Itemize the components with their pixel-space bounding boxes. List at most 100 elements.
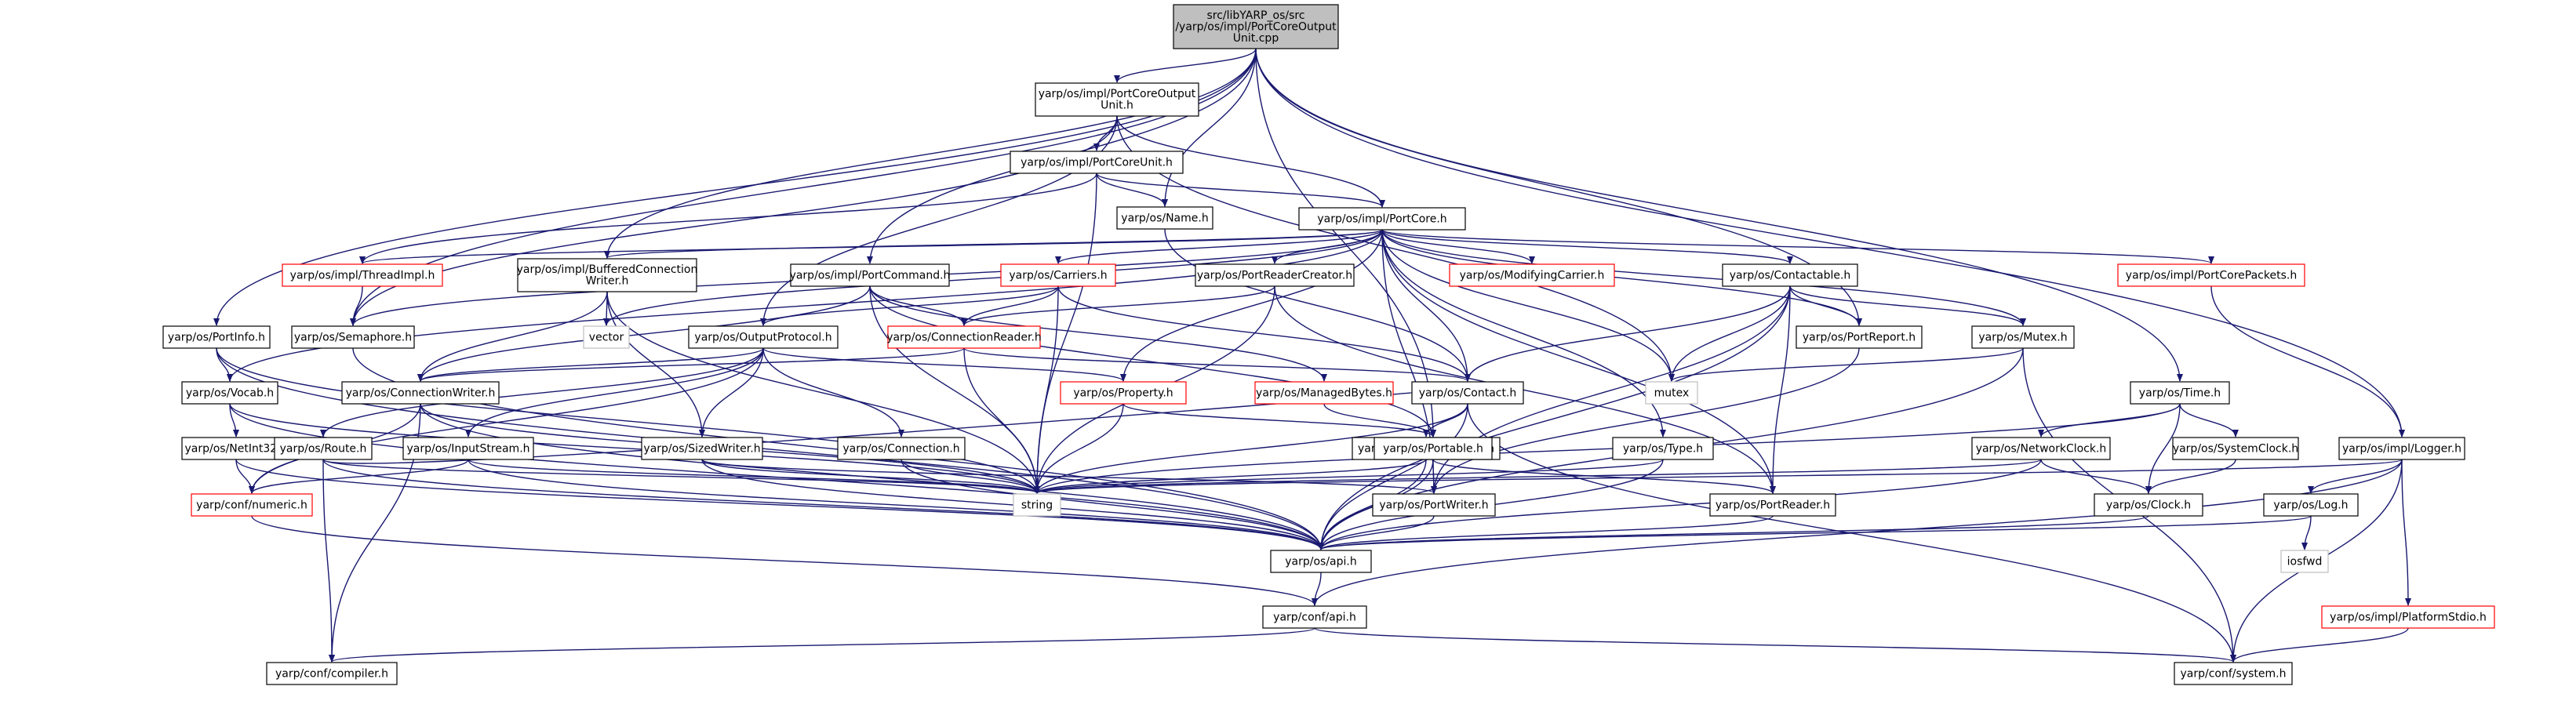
node-system-h[interactable]: yarp/conf/system.h — [2174, 662, 2293, 685]
edge-root-to-logger-h — [1255, 48, 2405, 438]
node-label: yarp/os/Type.h — [1623, 442, 1703, 455]
node-clock-h[interactable]: yarp/os/Clock.h — [2094, 493, 2203, 517]
node-label: yarp/os/api.h — [1285, 555, 1356, 568]
node-label: yarp/os/InputStream.h — [406, 442, 529, 455]
node-box — [1722, 263, 1858, 287]
edge-confapi-h-to-system-h — [1314, 627, 2236, 663]
node-modcarrier-h[interactable]: yarp/os/ModifyingCarrier.h — [1449, 263, 1615, 287]
node-label: yarp/os/impl/PortCoreOutput — [1039, 88, 1196, 100]
node-type-h[interactable]: yarp/os/Type.h — [1612, 437, 1714, 460]
edge-clock-h-to-api-h — [1318, 515, 2149, 550]
node-box — [282, 263, 443, 287]
edge-portcommand-h-to-portable-h — [869, 285, 1436, 438]
node-inputstream-h[interactable]: yarp/os/InputStream.h — [402, 437, 534, 460]
node-contact-h[interactable]: yarp/os/Contact.h — [1411, 381, 1524, 405]
node-portable-h[interactable]: yarp/os/Portable.h — [1374, 437, 1493, 460]
node-box — [1971, 325, 2075, 349]
node-name-h[interactable]: yarp/os/Name.h — [1116, 206, 1213, 230]
edge-systemclock-h-to-clock-h — [2145, 459, 2236, 494]
node-networkclock-h[interactable]: yarp/os/NetworkClock.h — [1971, 437, 2111, 460]
node-carriers-h[interactable]: yarp/os/Carriers.h — [1000, 263, 1116, 287]
node-layer: src/libYARP_os/src/yarp/os/impl/PortCore… — [162, 4, 2495, 685]
node-portwriter-h[interactable]: yarp/os/PortWriter.h — [1372, 493, 1496, 517]
node-pcpackets-h[interactable]: yarp/os/impl/PortCorePackets.h — [2117, 263, 2305, 287]
node-sizedwriter-h[interactable]: yarp/os/SizedWriter.h — [641, 437, 763, 460]
node-portinfo-h[interactable]: yarp/os/PortInfo.h — [162, 325, 271, 349]
node-iosfwd: iosfwd — [2280, 550, 2329, 573]
node-label: yarp/os/Route.h — [280, 442, 367, 455]
node-box — [887, 325, 1041, 349]
edge-networkclock-h-to-clock-h — [2040, 459, 2152, 494]
node-confapi-h[interactable]: yarp/conf/api.h — [1262, 605, 1367, 629]
node-label: yarp/os/Mutex.h — [1978, 331, 2067, 343]
node-box — [1035, 82, 1199, 117]
node-connection-h[interactable]: yarp/os/Connection.h — [837, 437, 966, 460]
node-connwriter-h[interactable]: yarp/os/ConnectionWriter.h — [341, 381, 500, 405]
node-box — [1116, 206, 1213, 230]
node-label: yarp/os/Portable.h — [1383, 442, 1483, 455]
edge-portinfo-h-to-api-h — [216, 347, 1324, 550]
edge-portcommand-h-to-connwriter-h — [417, 285, 871, 382]
node-property-h[interactable]: yarp/os/Property.h — [1060, 381, 1187, 405]
node-api-h[interactable]: yarp/os/api.h — [1270, 550, 1372, 573]
edge-outputprotocol-h-to-sizedwriter-h — [699, 347, 764, 438]
node-mutex-h[interactable]: yarp/os/Mutex.h — [1971, 325, 2075, 349]
node-portreader-h[interactable]: yarp/os/PortReader.h — [1709, 493, 1836, 517]
node-label: yarp/os/Vocab.h — [186, 387, 274, 399]
edge-sizedwriter-h-to-portwriter-h — [701, 459, 1437, 494]
node-compiler-h[interactable]: yarp/conf/compiler.h — [266, 662, 398, 685]
node-portcommand-h[interactable]: yarp/os/impl/PortCommand.h — [790, 263, 951, 287]
edge-managedbytes-h-to-portable-h — [1323, 403, 1436, 438]
node-threadimpl-h[interactable]: yarp/os/impl/ThreadImpl.h — [282, 263, 443, 287]
node-log-h[interactable]: yarp/os/Log.h — [2263, 493, 2359, 517]
edge-mutex-h-to-mutex — [1668, 347, 2024, 382]
node-systemclock-h[interactable]: yarp/os/SystemClock.h — [2172, 437, 2299, 460]
node-box — [2117, 263, 2305, 287]
node-root[interactable]: src/libYARP_os/src/yarp/os/impl/PortCore… — [1173, 4, 1339, 49]
node-box — [790, 263, 950, 287]
node-numeric-h[interactable]: yarp/conf/numeric.h — [191, 493, 313, 517]
node-pcu-h[interactable]: yarp/os/impl/PortCoreUnit.h — [1010, 151, 1184, 174]
edge-bcw-h-to-string — [606, 291, 1040, 494]
node-box — [837, 437, 966, 460]
node-platformstdio-h[interactable]: yarp/os/impl/PlatformStdio.h — [2321, 605, 2495, 629]
node-box — [402, 437, 534, 460]
node-label: yarp/os/NetInt32.h — [184, 442, 287, 455]
edge-portcore-h-to-bcw-h — [604, 229, 1383, 259]
node-label: yarp/os/impl/BufferedConnection — [517, 263, 698, 276]
edge-outputprotocol-h-to-connwriter-h — [417, 347, 764, 382]
node-netint32-h[interactable]: yarp/os/NetInt32.h — [181, 437, 291, 460]
node-label: yarp/os/impl/ThreadImpl.h — [290, 269, 435, 281]
edge-log-h-to-api-h — [1318, 515, 2312, 550]
node-semaphore-h[interactable]: yarp/os/Semaphore.h — [291, 325, 415, 349]
node-label: yarp/os/Carriers.h — [1009, 269, 1107, 281]
node-outputprotocol-h[interactable]: yarp/os/OutputProtocol.h — [688, 325, 839, 349]
edge-vocab-h-to-api-h — [229, 403, 1324, 550]
node-logger-h[interactable]: yarp/os/impl/Logger.h — [2338, 437, 2465, 460]
node-portreport-h[interactable]: yarp/os/PortReport.h — [1796, 325, 1923, 349]
edge-pcou-h-to-mutex — [1116, 115, 1675, 382]
node-label: yarp/os/Connection.h — [842, 442, 959, 455]
node-vocab-h[interactable]: yarp/os/Vocab.h — [181, 381, 278, 405]
edge-log-h-to-iosfwd — [2301, 515, 2312, 550]
node-connreader-h[interactable]: yarp/os/ConnectionReader.h — [886, 325, 1042, 349]
node-managedbytes-h[interactable]: yarp/os/ManagedBytes.h — [1254, 381, 1394, 405]
node-route-h[interactable]: yarp/os/Route.h — [274, 437, 373, 460]
node-time-h[interactable]: yarp/os/Time.h — [2130, 381, 2230, 405]
node-box — [191, 493, 313, 517]
edge-threadimpl-h-to-semaphore-h — [350, 285, 363, 326]
edge-sizedwriter-h-to-api-h — [701, 459, 1324, 550]
node-label: yarp/os/ManagedBytes.h — [1256, 387, 1392, 399]
node-label: Unit.cpp — [1233, 32, 1279, 45]
edge-pcou-h-to-outputprotocol-h — [760, 115, 1118, 326]
node-contactable-h[interactable]: yarp/os/Contactable.h — [1722, 263, 1858, 287]
node-label: yarp/conf/system.h — [2181, 667, 2287, 680]
node-prc-h[interactable]: yarp/os/PortReaderCreator.h — [1195, 263, 1355, 287]
edge-portreader-h-to-api-h — [1318, 515, 1774, 550]
edge-connreader-h-to-string — [963, 347, 1040, 494]
edge-root-to-pcou-h — [1114, 48, 1257, 83]
edge-type-h-to-string — [1034, 459, 1664, 494]
node-portcore-h[interactable]: yarp/os/impl/PortCore.h — [1298, 207, 1466, 231]
